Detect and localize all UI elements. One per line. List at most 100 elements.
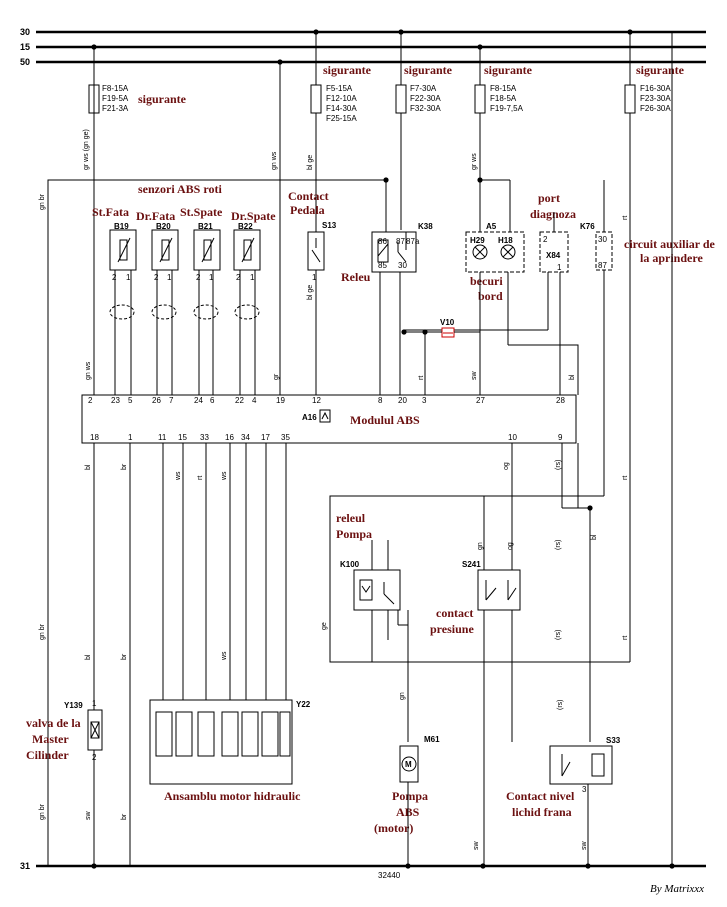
svg-text:33: 33 bbox=[200, 433, 209, 442]
svg-text:F19-7,5A: F19-7,5A bbox=[490, 104, 524, 113]
svg-text:presiune: presiune bbox=[430, 622, 474, 636]
svg-text:Y139: Y139 bbox=[64, 701, 83, 710]
svg-text:22: 22 bbox=[235, 396, 244, 405]
module-pins-top: 2 23 5 26 7 24 6 22 4 19 12 8 20 3 27 28 bbox=[88, 396, 565, 405]
svg-text:3: 3 bbox=[422, 396, 427, 405]
svg-text:1: 1 bbox=[128, 433, 133, 442]
svg-text:circuit auxiliar de: circuit auxiliar de bbox=[624, 237, 716, 251]
releu-k38: K38 Releu bbox=[341, 222, 433, 395]
svg-text:sw: sw bbox=[473, 841, 480, 851]
svg-text:ws: ws bbox=[221, 471, 228, 481]
svg-text:gr ws: gr ws bbox=[471, 153, 478, 170]
svg-text:Dr.Spate: Dr.Spate bbox=[231, 209, 276, 223]
svg-text:S241: S241 bbox=[462, 560, 481, 569]
svg-text:1: 1 bbox=[167, 273, 172, 282]
svg-text:(motor): (motor) bbox=[374, 821, 413, 835]
svg-text:rt: rt bbox=[622, 216, 629, 220]
svg-text:rt: rt bbox=[197, 476, 204, 480]
svg-text:15: 15 bbox=[178, 433, 187, 442]
ansamblu-motor-hidraulic-y22: Y22 Ansamblu motor hidraulic bbox=[149, 699, 311, 803]
svg-text:S33: S33 bbox=[606, 736, 621, 745]
svg-text:bl: bl bbox=[569, 374, 576, 380]
svg-text:B20: B20 bbox=[156, 222, 171, 231]
pompa-abs-m61: M61 M Pompa ABS (motor) bbox=[374, 735, 440, 866]
svg-text:1: 1 bbox=[250, 273, 255, 282]
fuse-label-4: sigurante bbox=[484, 63, 533, 77]
svg-text:A5: A5 bbox=[486, 222, 497, 231]
svg-text:87: 87 bbox=[598, 261, 607, 270]
svg-text:(rs): (rs) bbox=[555, 540, 562, 551]
svg-text:gn br: gn br bbox=[39, 623, 46, 640]
svg-text:K76: K76 bbox=[580, 222, 595, 231]
svg-text:2: 2 bbox=[543, 235, 548, 244]
svg-text:releul: releul bbox=[336, 511, 366, 525]
svg-text:F21-3A: F21-3A bbox=[102, 104, 129, 113]
svg-text:Pompa: Pompa bbox=[392, 789, 428, 803]
becuri-bord-a5: A5 H29 H18 becuri bord bbox=[465, 177, 525, 395]
sensor-b21: St.Spate B21 bbox=[180, 205, 223, 395]
fuse-group-3 bbox=[395, 32, 407, 230]
svg-text:S13: S13 bbox=[322, 221, 337, 230]
svg-text:Contact nivel: Contact nivel bbox=[506, 789, 575, 803]
fuse-group-4 bbox=[474, 47, 486, 232]
svg-text:1: 1 bbox=[126, 273, 131, 282]
contact-pedala-s13: Contact Pedala S13 bbox=[288, 189, 337, 395]
svg-text:valva de la: valva de la bbox=[26, 716, 81, 730]
svg-text:bl ge: bl ge bbox=[307, 285, 314, 300]
svg-text:F26-30A: F26-30A bbox=[640, 104, 671, 113]
fuse-list-2: F5-15A F12-10A F14-30A F25-15A sigurante bbox=[323, 63, 372, 123]
svg-text:87: 87 bbox=[396, 237, 405, 246]
fuse-group-1 bbox=[88, 47, 100, 395]
fuse-label-5: sigurante bbox=[636, 63, 685, 77]
svg-text:2: 2 bbox=[112, 273, 117, 282]
svg-text:Cilinder: Cilinder bbox=[26, 748, 69, 762]
svg-text:gn: gn bbox=[399, 692, 406, 700]
svg-text:(rs): (rs) bbox=[557, 700, 564, 711]
svg-text:M61: M61 bbox=[424, 735, 440, 744]
fuse-list-3: F7-30A F22-30A F32-30A sigurante bbox=[404, 63, 453, 113]
svg-text:16: 16 bbox=[225, 433, 234, 442]
svg-text:diagnoza: diagnoza bbox=[530, 207, 576, 221]
svg-text:gn br: gn br bbox=[39, 193, 46, 210]
svg-text:Ansamblu motor hidraulic: Ansamblu motor hidraulic bbox=[164, 789, 301, 803]
svg-text:F22-30A: F22-30A bbox=[410, 94, 441, 103]
svg-text:rt: rt bbox=[622, 476, 629, 480]
svg-text:X84: X84 bbox=[546, 251, 561, 260]
svg-text:ws: ws bbox=[221, 651, 228, 661]
svg-text:A16: A16 bbox=[302, 413, 317, 422]
fuse-list-4: F8-15A F18-5A F19-7,5A sigurante bbox=[484, 63, 533, 113]
svg-text:18: 18 bbox=[90, 433, 99, 442]
bus-30-label: 30 bbox=[20, 27, 30, 37]
svg-text:17: 17 bbox=[261, 433, 270, 442]
svg-text:K38: K38 bbox=[418, 222, 433, 231]
svg-text:34: 34 bbox=[241, 433, 250, 442]
svg-text:F16-30A: F16-30A bbox=[640, 84, 671, 93]
svg-text:30: 30 bbox=[398, 261, 407, 270]
svg-text:2: 2 bbox=[196, 273, 201, 282]
fuse-label-2: sigurante bbox=[323, 63, 372, 77]
svg-text:og: og bbox=[507, 542, 514, 550]
svg-text:24: 24 bbox=[194, 396, 203, 405]
svg-text:6: 6 bbox=[210, 396, 215, 405]
svg-text:3: 3 bbox=[582, 785, 587, 794]
svg-text:2: 2 bbox=[154, 273, 159, 282]
svg-text:bl: bl bbox=[591, 534, 598, 540]
sensor-b22: Dr.Spate B22 bbox=[231, 209, 276, 395]
svg-text:gn ws: gn ws bbox=[271, 151, 278, 170]
svg-text:20: 20 bbox=[398, 396, 407, 405]
svg-text:br: br bbox=[121, 653, 128, 660]
svg-text:H18: H18 bbox=[498, 236, 513, 245]
svg-text:B19: B19 bbox=[114, 222, 129, 231]
svg-text:og: og bbox=[503, 462, 510, 470]
svg-text:gn br: gn br bbox=[39, 803, 46, 820]
svg-text:23: 23 bbox=[111, 396, 120, 405]
svg-text:7: 7 bbox=[169, 396, 174, 405]
contact-nivel-lichid-frana-s33: S33 Contact nivel lichid frana bbox=[506, 736, 621, 866]
svg-text:F32-30A: F32-30A bbox=[410, 104, 441, 113]
fuse-label-3: sigurante bbox=[404, 63, 453, 77]
svg-text:Y22: Y22 bbox=[296, 700, 311, 709]
fuse-group-5 bbox=[624, 32, 636, 662]
svg-text:H29: H29 bbox=[470, 236, 485, 245]
svg-text:rt: rt bbox=[622, 636, 629, 640]
svg-text:1: 1 bbox=[312, 273, 317, 282]
